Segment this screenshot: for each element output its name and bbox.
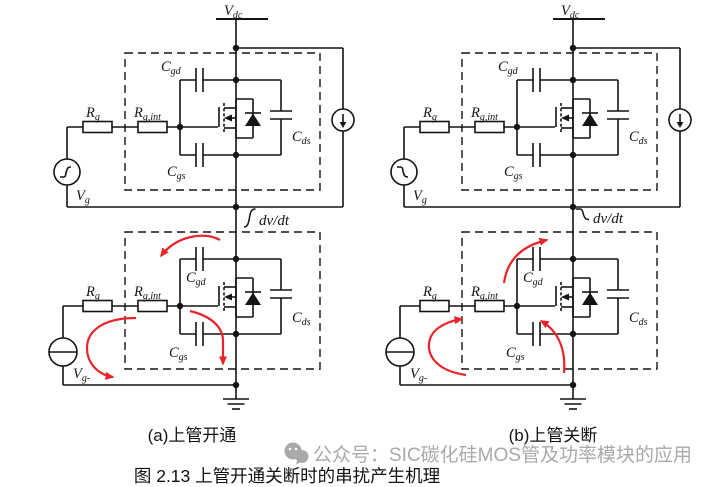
cgd-capacitor: [195, 246, 204, 272]
cds-capacitor: [606, 289, 630, 299]
label-cgd: Cgd: [523, 270, 544, 288]
rgint-resistor: [474, 120, 505, 134]
label-cds: Cds: [292, 310, 311, 328]
label-rg: Rg: [85, 284, 100, 302]
label-rg: Rg: [422, 105, 437, 123]
arrow-cgd-displacement: [160, 234, 221, 258]
label-vdc: Vdc: [224, 3, 243, 21]
label-rgint: Rg,int: [133, 105, 161, 123]
device-outline-box: [124, 231, 321, 370]
cds-capacitor: [606, 110, 630, 120]
label-rg: Rg: [85, 105, 100, 123]
device-outline-box: [461, 52, 658, 191]
label-cgd: Cgd: [186, 270, 207, 288]
ground-icon: [222, 398, 250, 410]
mosfet-icon: [555, 277, 599, 318]
label-vg-neg: Vg-: [410, 366, 427, 384]
circuit-ink: [48, 18, 692, 410]
label-cgd: Cgd: [161, 59, 182, 77]
cgs-capacitor: [532, 321, 541, 347]
load-current-source-icon: [331, 108, 355, 132]
label-cgs: Cgs: [504, 164, 523, 182]
label-dvdt: dv/dt: [259, 213, 290, 229]
label-vg: Vg: [413, 188, 427, 206]
panel-b-lower-device: [385, 207, 658, 410]
watermark: 公众号：SIC碳化硅MOS管及功率模块的应用: [284, 442, 692, 466]
rg-resistor: [82, 299, 113, 313]
label-rg: Rg: [422, 284, 437, 302]
arrow-cgd-displacement: [502, 237, 549, 284]
label-dvdt: dv/dt: [593, 211, 624, 227]
gate-drive-source-rising-icon: [53, 158, 81, 186]
watermark-text: 公众号：SIC碳化硅MOS管及功率模块的应用: [313, 444, 692, 466]
gate-drive-source-falling-icon: [390, 158, 418, 186]
label-rgint: Rg,int: [133, 284, 161, 302]
arrow-cgs-discharging: [539, 320, 566, 374]
mosfet-icon: [218, 277, 262, 318]
cgs-capacitor: [532, 142, 541, 168]
label-cds: Cds: [292, 129, 311, 147]
rgint-resistor: [137, 120, 168, 134]
crosstalk-current-arrows-b: [427, 237, 566, 377]
figure-caption: 图 2.13 上管开通关断时的串扰产生机理: [134, 466, 440, 486]
rgint-resistor: [474, 299, 505, 313]
falling-edge-icon: [576, 208, 590, 221]
label-cgs: Cgs: [506, 345, 525, 363]
cgd-capacitor: [532, 246, 541, 272]
label-vdc: Vdc: [561, 3, 580, 21]
mosfet-icon: [555, 98, 599, 139]
rgint-resistor: [137, 299, 168, 313]
negative-bias-source-icon: [48, 337, 78, 367]
arrow-cgs-charging: [189, 309, 227, 366]
device-outline-box: [124, 52, 321, 191]
panel-a-caption: (a)上管开通: [148, 426, 237, 445]
rg-resistor: [419, 299, 450, 313]
panel-b-caption: (b)上管关断: [509, 426, 598, 445]
arrow-gate-loop: [427, 316, 467, 377]
cgd-capacitor: [532, 67, 541, 93]
crosstalk-current-arrows-a: [85, 234, 227, 380]
panel-b-upper-device: [390, 18, 692, 221]
device-outline-box: [461, 231, 658, 370]
arrow-gate-loop: [85, 316, 137, 380]
cds-capacitor: [269, 289, 293, 299]
cgs-capacitor: [195, 321, 204, 347]
negative-bias-source-icon: [385, 337, 415, 367]
rg-resistor: [82, 120, 113, 134]
cds-capacitor: [269, 110, 293, 120]
label-rgint: Rg,int: [470, 105, 498, 123]
ground-icon: [559, 398, 587, 410]
rg-resistor: [419, 120, 450, 134]
circuit-labels: Vdc Rg Rg,int Cgd Cgs Cds Vg dv/dt Rg Rg…: [73, 3, 648, 384]
label-vg: Vg: [76, 188, 90, 206]
label-rgint: Rg,int: [470, 284, 498, 302]
panel-a-upper-device: [53, 18, 355, 228]
rising-edge-icon: [243, 208, 256, 228]
label-cds: Cds: [629, 310, 648, 328]
label-vg-neg: Vg-: [73, 366, 90, 384]
label-cds: Cds: [629, 129, 648, 147]
cgs-capacitor: [195, 142, 204, 168]
mosfet-icon: [218, 98, 262, 139]
label-cgs: Cgs: [169, 345, 188, 363]
label-cgs: Cgs: [167, 164, 186, 182]
label-cgd: Cgd: [498, 59, 519, 77]
load-current-source-icon: [668, 108, 692, 132]
panel-a-lower-device: [48, 207, 321, 410]
cgd-capacitor: [195, 67, 204, 93]
wechat-icon: [284, 442, 309, 465]
